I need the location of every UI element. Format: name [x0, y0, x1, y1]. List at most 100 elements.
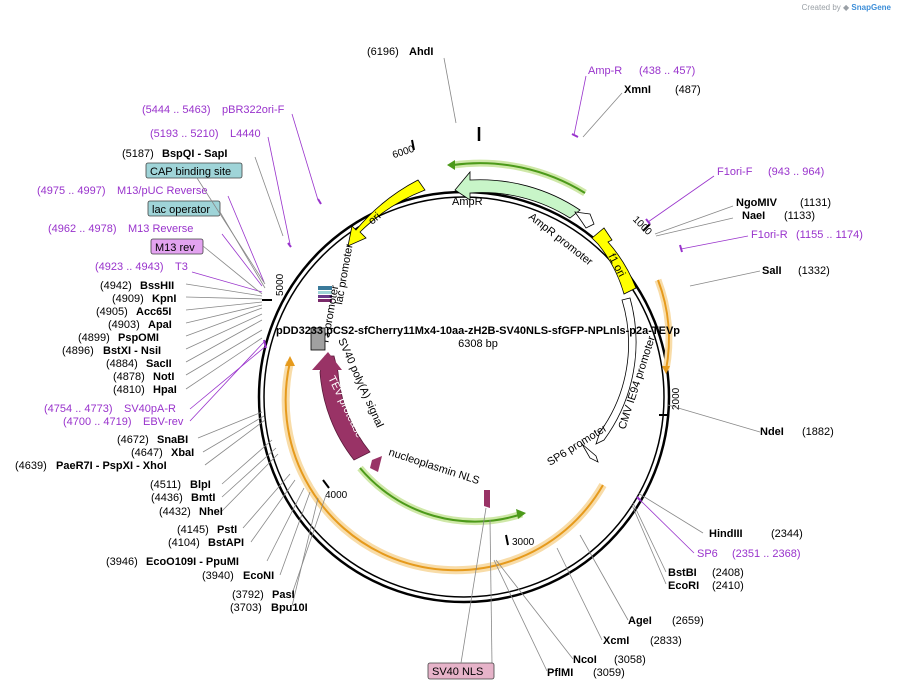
enzyme-name-naei: NaeI [742, 210, 765, 222]
enzyme-name-blpi: BlpI [190, 479, 211, 491]
tick-label-5000: 5000 [275, 273, 286, 296]
orf-arrow-bottom-head [285, 356, 295, 366]
enzyme-pos-ngomiv: (1131) [800, 197, 831, 209]
tick-4000 [322, 479, 330, 489]
m13-leader [202, 245, 263, 295]
enzyme-name-besshii: BssHII [140, 280, 174, 292]
primer-range-l4440: (5193 .. 5210) [150, 128, 219, 140]
enzyme-pos-bpu10i: (3703) [230, 602, 262, 614]
enzyme-name-ncoi: NcoI [573, 654, 597, 666]
enzyme-pos-ncoi: (3058) [614, 654, 646, 666]
primer-name-sv40pa-r: SV40pA-R [124, 403, 176, 415]
lac-op-leader [219, 211, 266, 289]
sv40-nls-leader [460, 507, 487, 664]
enzyme-name-nhei: NheI [199, 506, 223, 518]
enzyme-pos-snabi: (4672) [117, 434, 149, 446]
enzyme-name-bstxi: BstXI - NsiI [103, 345, 161, 357]
t3-glyph [318, 299, 332, 302]
enzyme-name-bstbi: BstBI [668, 567, 697, 579]
f1ori-feature [591, 227, 637, 295]
f1ori-label: f1 ori [605, 252, 627, 279]
cap-site-glyph [318, 291, 332, 294]
enzyme-pos-nhei: (4432) [159, 506, 191, 518]
enzyme-name-bmti: BmtI [191, 492, 215, 504]
ampr-label: AmpR [452, 196, 483, 208]
enzyme-name-ecori: EcoRI [668, 580, 699, 592]
m13-glyph [318, 295, 332, 298]
orf-arrow-right-head [662, 366, 670, 374]
enzyme-pos-ecori: (2410) [712, 580, 744, 592]
enzyme-pos-bstapi: (4104) [168, 537, 200, 549]
enzyme-name-bpu10i: Bpu10I [271, 602, 308, 614]
enzyme-pos-sali: (1332) [798, 265, 830, 277]
enzyme-pos-naei: (1133) [784, 210, 815, 222]
sp6-promoter-feature [581, 443, 599, 463]
enzyme-name-pspomi: PspOMI [118, 332, 159, 344]
primer-range-f1ori-r: (1155 .. 1174) [796, 229, 863, 241]
enzyme-name-ecoo109i: EcoO109I - PpuMI [146, 556, 239, 568]
enzyme-pos-kpni: (4909) [112, 293, 144, 305]
enzyme-name-xhoi: PaeR7I - PspXI - XhoI [56, 460, 167, 472]
enzyme-pos-blpi: (4511) [150, 479, 181, 491]
watermark-prefix: Created by [801, 3, 841, 12]
watermark-brand: SnapGene [851, 3, 891, 12]
orf-arc-bottom [284, 361, 604, 572]
primer-name-l4440: L4440 [230, 128, 261, 140]
plasmid-name: pDD3233 pCS2-sfCherry11Mx4-10aa-zH2B-SV4… [276, 325, 680, 337]
ampr-promoter-feature [574, 211, 595, 229]
enzyme-pos-apai: (4903) [108, 319, 140, 331]
enzyme-pos-bstxi: (4896) [62, 345, 94, 357]
enzyme-name-sacii: SacII [146, 358, 172, 370]
enzyme-name-econi: EcoNI [243, 570, 274, 582]
tick-label-6000: 6000 [391, 144, 416, 161]
ampr-feature [454, 170, 581, 219]
enzyme-pos-bstbi: (2408) [712, 567, 744, 579]
primer-name-m13puc: M13/pUC Reverse [117, 185, 207, 197]
primer-range-sv40pa-r: (4754 .. 4773) [44, 403, 113, 415]
cap-binding-site-box [145, 162, 243, 179]
orf-arc-green-top [452, 162, 586, 194]
primer-name-amp-r: Amp-R [588, 65, 622, 77]
enzyme-name-pflmi: PflMI [547, 667, 573, 679]
enzyme-name-agei: AgeI [628, 615, 652, 627]
enzyme-pos-pspomi: (4899) [78, 332, 110, 344]
enzyme-name-hpai: HpaI [153, 384, 177, 396]
lac-operator-glyph [318, 286, 332, 290]
enzyme-pos-acc65i: (4905) [96, 306, 128, 318]
enzyme-name-pasi: PasI [272, 589, 295, 601]
enzyme-pos-xbai: (4647) [131, 447, 163, 459]
primer-range-pbr322ori-f: (5444 .. 5463) [142, 104, 211, 116]
enzyme-name-bstapi: BstAPI [208, 537, 244, 549]
enzyme-name-snabi: SnaBI [157, 434, 188, 446]
tick-6000 [411, 139, 415, 151]
sv40-polya-feature [310, 327, 326, 351]
sv40-nls-label: SV40 NLS [432, 666, 483, 678]
enzyme-pos-hpai: (4810) [113, 384, 145, 396]
enzyme-pos-ahdi: (6196) [367, 46, 399, 58]
cmv-promoter-feature [595, 297, 637, 445]
tick-label-1000: 1000 [630, 214, 654, 238]
ori-feature [347, 179, 426, 247]
primer-name-t3: T3 [175, 261, 188, 273]
tick-label-3000: 3000 [512, 537, 535, 548]
cmv-promoter-label: CMV IE94 promoter [616, 334, 658, 430]
enzyme-name-acc65i: Acc65I [136, 306, 171, 318]
primer-name-pbr322ori-f: pBR322ori-F [222, 104, 285, 116]
tick-1000 [642, 223, 651, 232]
primer-range-ebv-rev: (4700 .. 4719) [63, 416, 132, 428]
backbone-inner [263, 196, 665, 598]
enzyme-pos-xcmi: (2833) [650, 635, 682, 647]
enzyme-pos-agei: (2659) [672, 615, 704, 627]
leader-lines [185, 57, 761, 672]
enzyme-pos-pflmi: (3059) [593, 667, 625, 679]
enzyme-name-psti: PstI [217, 524, 237, 536]
enzyme-name-ahdi: AhdI [409, 46, 433, 58]
nucleoplasmin-nls-label: nucleoplasmin NLS [387, 446, 481, 487]
tick-3000 [505, 534, 509, 546]
primer-range-t3: (4923 .. 4943) [95, 261, 164, 273]
m13-rev-label: M13 rev [155, 242, 195, 254]
lac-operator-box [147, 200, 221, 217]
primer-range-f1ori-f: (943 .. 964) [768, 166, 824, 178]
primer-name-ebv-rev: EBV-rev [143, 416, 184, 428]
